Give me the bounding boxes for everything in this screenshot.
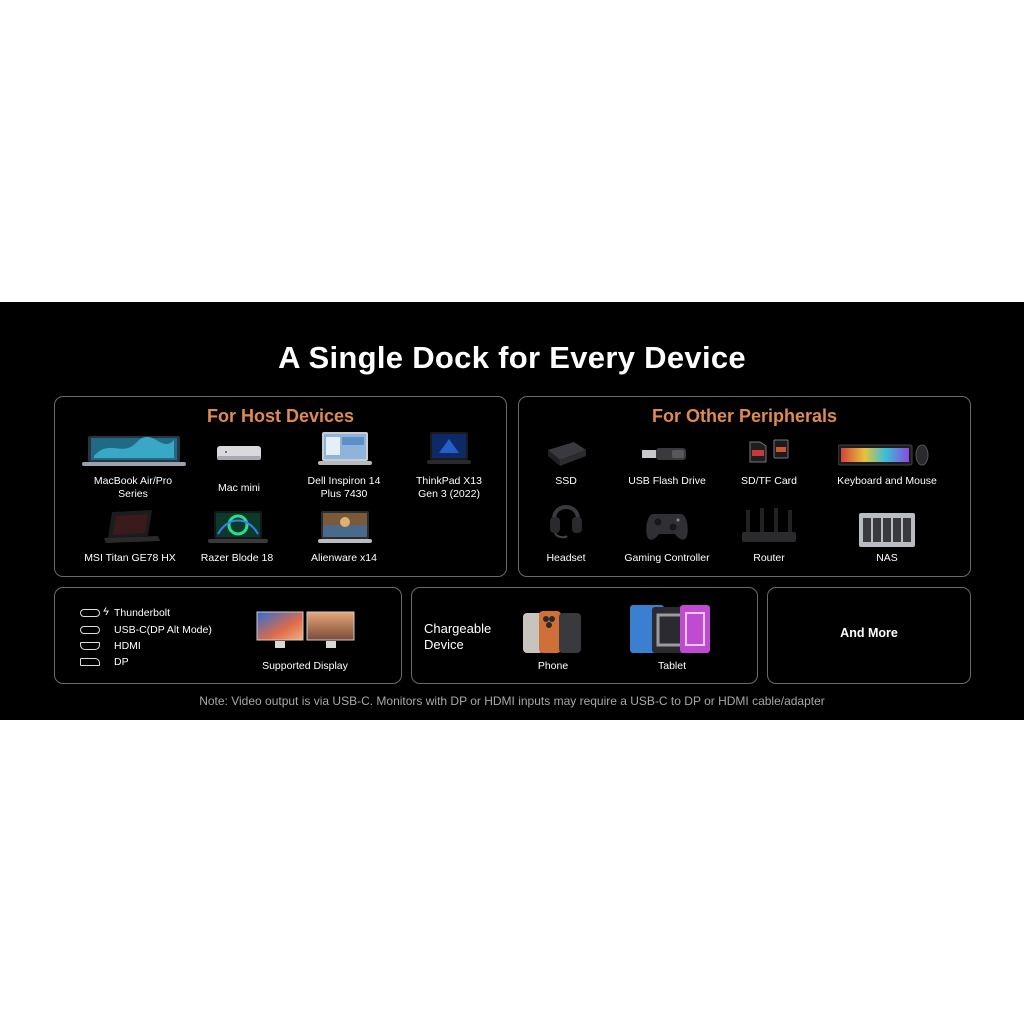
- display-panel: [54, 587, 402, 684]
- dell-laptop-icon: [318, 432, 372, 465]
- port-label-dp: DP: [114, 656, 129, 668]
- dp-port-icon: [80, 658, 100, 666]
- host-item-label-msi: MSI Titan GE78 HX: [84, 552, 176, 564]
- tablet-label: Tablet: [657, 660, 687, 672]
- phone-label: Phone: [537, 660, 569, 672]
- controller-icon: [646, 514, 688, 540]
- peripheral-label-keyboard-mouse: Keyboard and Mouse: [837, 475, 937, 487]
- usb-c-port-icon: [80, 626, 100, 634]
- port-label-usb-c: USB-C(DP Alt Mode): [114, 624, 212, 636]
- peripherals-title: For Other Peripherals: [651, 406, 838, 426]
- alienware-laptop-icon: [318, 511, 372, 543]
- mac-mini-icon: [217, 446, 261, 460]
- host-item-label-razer: Razer Blode 18: [200, 552, 274, 564]
- peripherals-panel: For Other Peripherals: [518, 396, 971, 577]
- and-more-label: And More: [840, 626, 898, 640]
- sd-card-icon: [749, 439, 789, 463]
- razer-laptop-icon: [208, 511, 268, 543]
- peripheral-label-usb-drive: USB Flash Drive: [628, 475, 706, 487]
- host-item-label-alienware: Alienware x14: [311, 552, 377, 564]
- thunderbolt-bolt-icon: ϟ: [103, 606, 109, 618]
- nas-icon: [859, 513, 915, 547]
- supported-display-label: Supported Display: [262, 660, 348, 672]
- chargeable-panel: [411, 587, 758, 684]
- hdmi-port-icon: [80, 642, 100, 650]
- and-more-panel: [767, 587, 971, 684]
- peripheral-label-sd-card: SD/TF Card: [740, 475, 797, 487]
- keyboard-icon: [838, 444, 929, 466]
- video-output-note: Note: Video output is via USB-C. Monitor…: [199, 694, 825, 708]
- tablet-icon: [630, 605, 710, 653]
- host-devices-title: For Host Devices: [206, 406, 355, 426]
- page-title: A Single Dock for Every Device: [278, 340, 746, 375]
- ssd-icon: [548, 442, 586, 466]
- peripheral-label-router: Router: [753, 552, 785, 564]
- host-item-label-macbook: MacBook Air/Pro Series: [93, 475, 173, 500]
- monitor-icon: [256, 611, 355, 648]
- usb-drive-icon: [642, 448, 686, 460]
- headset-icon: [550, 505, 582, 539]
- router-icon: [742, 508, 796, 542]
- host-item-label-dell: Dell Inspiron 14 Plus 7430: [307, 475, 381, 500]
- peripheral-label-headset: Headset: [546, 552, 586, 564]
- msi-laptop-icon: [104, 510, 160, 543]
- host-devices-panel: For Host Devices: [54, 396, 507, 577]
- usb-c-port-icon: [80, 609, 100, 617]
- host-item-label-mac-mini: Mac mini: [217, 482, 260, 494]
- thinkpad-laptop-icon: [427, 432, 471, 464]
- host-item-label-thinkpad: ThinkPad X13 Gen 3 (2022): [416, 475, 482, 500]
- chargeable-device-title: Chargeable Device: [424, 621, 492, 652]
- phone-icon: [523, 611, 581, 653]
- peripheral-label-nas: NAS: [876, 552, 898, 564]
- macbook-laptop-icon: [82, 436, 186, 466]
- port-label-hdmi: HDMI: [114, 640, 141, 652]
- product-banner: [0, 302, 1024, 720]
- port-label-thunderbolt: Thunderbolt: [114, 607, 171, 619]
- peripheral-label-ssd: SSD: [555, 475, 577, 487]
- peripheral-label-controller: Gaming Controller: [624, 552, 710, 564]
